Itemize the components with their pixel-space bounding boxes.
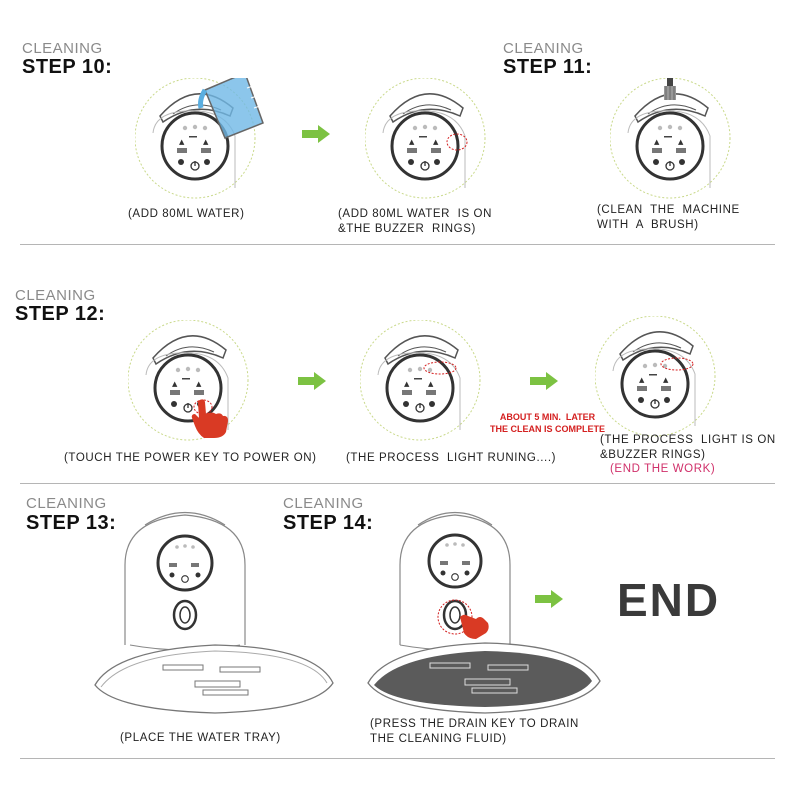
arrow-right-icon [298, 372, 326, 390]
device-illustration [595, 316, 717, 438]
step-title: STEP 14: [283, 512, 374, 534]
caption-brush: (CLEAN THE MACHINE WITH A BRUSH) [597, 204, 740, 231]
completion-note: ABOUT 5 MIN. LATER THE CLEAN IS COMPLETE [490, 412, 606, 434]
end-label: END [617, 574, 721, 626]
device-with-tray-illustration [94, 511, 334, 714]
caption-drain: (PRESS THE DRAIN KEY TO DRAIN THE CLEANI… [370, 718, 579, 745]
device-illustration [360, 320, 482, 442]
divider [20, 758, 775, 759]
step-title: STEP 12: [15, 303, 106, 325]
arrow-right-icon [530, 372, 558, 390]
step-title: STEP 11: [503, 56, 593, 78]
divider [20, 244, 775, 245]
device-illustration [135, 78, 264, 200]
caption-end-work: (END THE WORK) [610, 463, 716, 475]
cleaning-label: CLEANING [15, 287, 96, 304]
device-illustration [128, 320, 250, 442]
arrow-right-icon [535, 590, 563, 608]
device-with-tray-illustration [367, 511, 601, 714]
device-illustration [610, 78, 732, 200]
caption-power-on: (TOUCH THE POWER KEY TO POWER ON) [64, 452, 317, 464]
caption-light-on: (THE PROCESS LIGHT IS ON &BUZZER RINGS) [600, 434, 776, 461]
hand-pointer-icon [191, 399, 228, 438]
device-illustration [365, 78, 487, 200]
divider [20, 483, 775, 484]
caption-water-tray: (PLACE THE WATER TRAY) [120, 732, 281, 744]
cleaning-label: CLEANING [283, 495, 364, 512]
cleaning-label: CLEANING [503, 40, 584, 57]
caption-light-running: (THE PROCESS LIGHT RUNING....) [346, 452, 557, 464]
brush-icon [664, 78, 676, 100]
cleaning-label: CLEANING [26, 495, 107, 512]
step-title: STEP 13: [26, 512, 117, 534]
measuring-cup-icon [198, 78, 264, 139]
cleaning-label: CLEANING [22, 40, 103, 57]
caption-add-water: (ADD 80ML WATER) [128, 208, 245, 220]
step-title: STEP 10: [22, 56, 113, 78]
arrow-right-icon [302, 125, 330, 143]
caption-water-on: (ADD 80ML WATER IS ON &THE BUZZER RINGS) [338, 208, 492, 235]
